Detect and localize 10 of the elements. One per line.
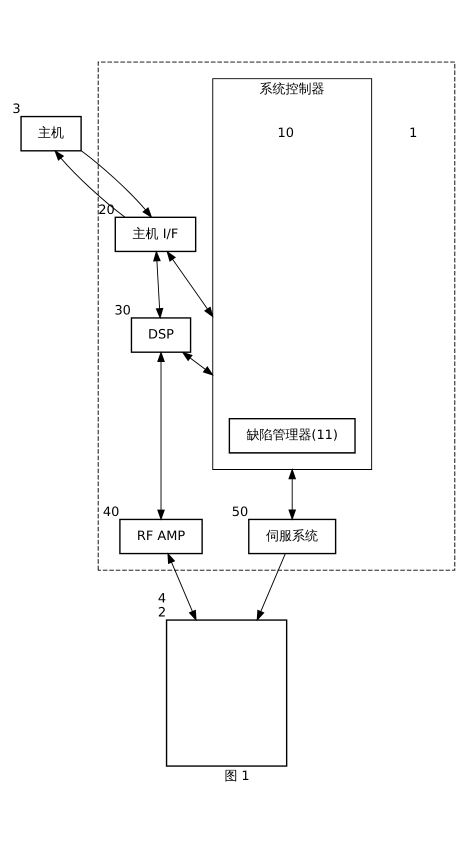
node-label: 1 <box>409 126 418 142</box>
caption: 图 1 <box>224 769 250 784</box>
node-label: 3 <box>12 102 21 118</box>
node-label: 40 <box>102 504 120 520</box>
node-label: 50 <box>232 504 248 520</box>
node-label: 4 <box>158 592 166 607</box>
node-label: 20 <box>98 202 115 218</box>
node-label: 10 <box>278 126 294 142</box>
node-label: 2 <box>158 606 166 621</box>
node-label: 30 <box>114 303 131 318</box>
